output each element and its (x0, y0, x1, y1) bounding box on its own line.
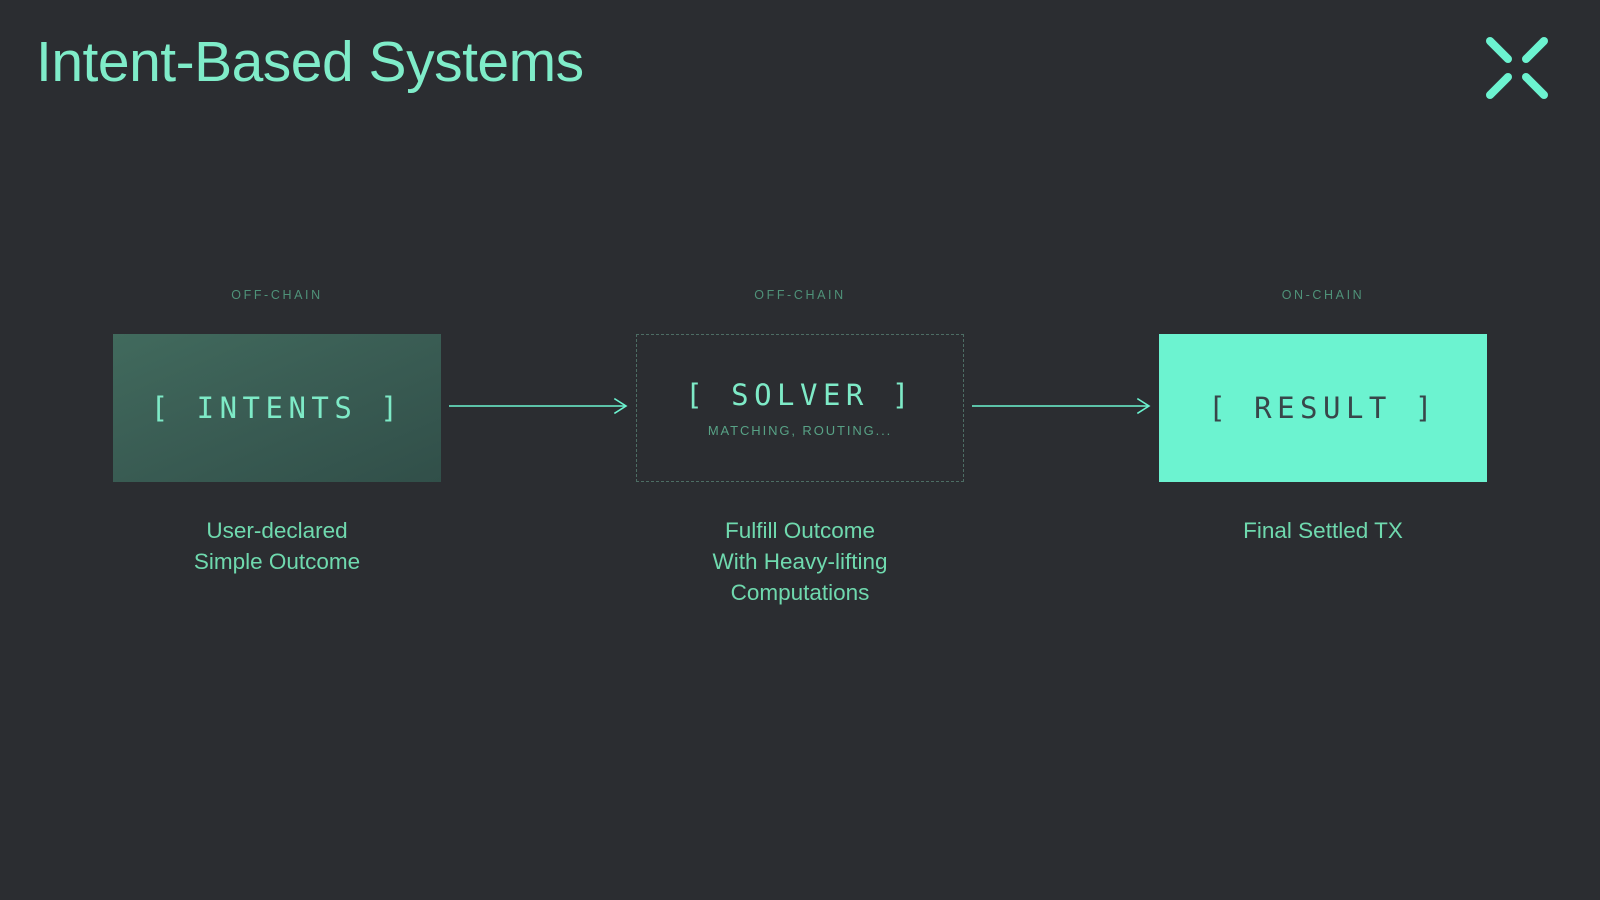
arrow-solver-to-result (964, 332, 1159, 480)
stage-caption-solver: Fulfill Outcome With Heavy-lifting Compu… (712, 518, 888, 606)
stage-box-title-result: [ RESULT ] (1208, 391, 1438, 425)
stage-intents: OFF-CHAIN [ INTENTS ] User-declared Simp… (113, 288, 441, 577)
page-title: Intent-Based Systems (36, 30, 584, 94)
intent-flow-diagram: OFF-CHAIN [ INTENTS ] User-declared Simp… (0, 288, 1600, 608)
stage-solver: OFF-CHAIN [ SOLVER ] MATCHING, ROUTING..… (636, 288, 964, 608)
x-mark-logo (1484, 35, 1550, 101)
stage-box-solver[interactable]: [ SOLVER ] MATCHING, ROUTING... (636, 334, 964, 482)
stage-box-result[interactable]: [ RESULT ] (1159, 334, 1487, 482)
stage-caption-intents: User-declared Simple Outcome (193, 518, 361, 575)
stage-box-title-intents: [ INTENTS ] (150, 391, 404, 425)
arrow-intents-to-solver (441, 332, 636, 480)
stage-result: ON-CHAIN [ RESULT ] Final Settled TX (1159, 288, 1487, 546)
stage-box-intents[interactable]: [ INTENTS ] (113, 334, 441, 482)
stage-label-result: ON-CHAIN (1281, 288, 1365, 302)
stage-label-solver: OFF-CHAIN (754, 288, 846, 302)
stage-label-intents: OFF-CHAIN (231, 288, 323, 302)
stage-caption-result: Final Settled TX (1243, 518, 1403, 543)
stage-box-title-solver: [ SOLVER ] (685, 378, 915, 412)
stage-box-subtitle-solver: MATCHING, ROUTING... (707, 423, 893, 438)
